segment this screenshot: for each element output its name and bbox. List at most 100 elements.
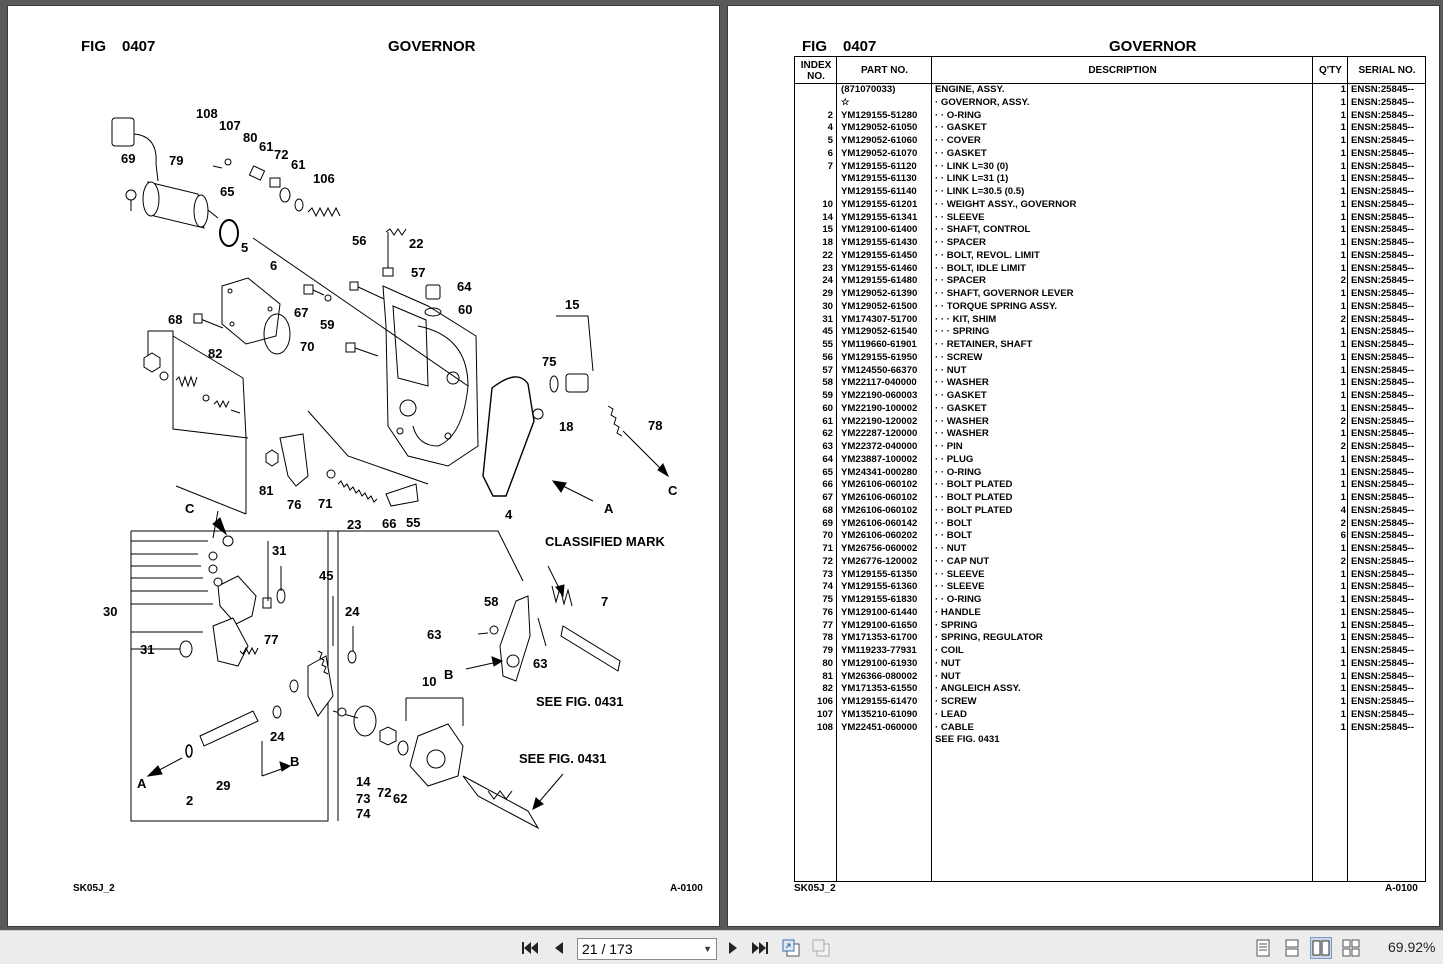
cell-description: · NUT <box>935 670 961 682</box>
cell-qty: 1 <box>1340 453 1346 465</box>
single-page-icon[interactable] <box>1252 937 1274 959</box>
cell-qty: 1 <box>1340 147 1346 159</box>
cell-part-no: YM129155-61130 <box>841 173 917 185</box>
cell-index: 14 <box>822 211 833 223</box>
cell-part-no: YM129155-61201 <box>841 198 918 210</box>
cell-part-no: YM129155-61341 <box>841 211 918 223</box>
cell-description: · · LINK L=30.5 (0.5) <box>935 186 1025 197</box>
callout-a: A <box>604 501 614 516</box>
cell-part-no: YM171353-61700 <box>841 632 918 644</box>
cell-serial: ENSN:25845-- <box>1351 351 1414 363</box>
cell-part-no: YM129155-61470 <box>841 696 918 707</box>
cell-serial: ENSN:25845-- <box>1351 300 1414 312</box>
cell-part-no: (871070033) <box>841 84 896 95</box>
cell-serial: ENSN:25845-- <box>1351 415 1414 427</box>
callout-58: 58 <box>484 594 498 609</box>
cell-description: · · NUT <box>935 364 967 376</box>
cell-part-no: YM129052-61390 <box>841 288 918 299</box>
callout-10: 10 <box>422 674 436 689</box>
cell-qty: 1 <box>1340 339 1346 350</box>
header-description: DESCRIPTION <box>1088 65 1157 76</box>
left-page: FIG 0407 GOVERNOR <box>7 5 720 927</box>
cell-index: 74 <box>822 581 833 593</box>
prev-page-icon[interactable] <box>548 937 570 959</box>
cell-part-no: YM129155-61430 <box>841 237 918 248</box>
cell-qty: 1 <box>1340 708 1346 720</box>
zoom-level[interactable]: 69.92% <box>1388 939 1436 955</box>
cell-qty: 1 <box>1340 657 1346 669</box>
cell-serial: ENSN:25845-- <box>1351 543 1414 554</box>
first-page-icon[interactable] <box>519 937 541 959</box>
callout-2: 2 <box>186 793 193 808</box>
cell-description: · HANDLE <box>935 606 981 618</box>
cell-description: · · BOLT, IDLE LIMIT <box>935 262 1026 274</box>
cell-description: · · SLEEVE <box>935 211 985 223</box>
cell-part-no: YM129155-51280 <box>841 109 918 121</box>
cell-qty: 1 <box>1340 428 1346 440</box>
cell-index: 106 <box>816 696 833 707</box>
cell-description: · · SHAFT, CONTROL <box>935 224 1031 236</box>
chevron-down-icon[interactable]: ▼ <box>703 944 712 954</box>
cell-index: 4 <box>827 122 833 134</box>
cell-qty: 1 <box>1340 262 1346 274</box>
cell-part-no: YM26106-060102 <box>841 492 918 503</box>
cell-serial: ENSN:25845-- <box>1351 84 1414 95</box>
last-page-icon[interactable] <box>749 937 771 959</box>
governor-housing <box>382 285 479 467</box>
cell-index: 63 <box>822 441 833 452</box>
callout-62: 62 <box>393 791 407 806</box>
col-divider <box>1313 57 1348 881</box>
callout-55: 55 <box>406 515 420 530</box>
cell-qty: 1 <box>1340 211 1346 223</box>
cell-qty: 1 <box>1340 479 1346 491</box>
cell-part-no: YM129100-61930 <box>841 657 918 669</box>
page-number-field[interactable]: 21 / 173 ▼ <box>577 938 717 960</box>
cell-serial: ENSN:25845-- <box>1351 211 1414 223</box>
cell-part-no: YM24341-000280 <box>841 466 918 478</box>
footer-code: SK05J_2 <box>73 883 115 894</box>
cell-serial: ENSN:25845-- <box>1351 173 1414 185</box>
cell-serial: ENSN:25845-- <box>1351 364 1414 376</box>
cell-part-no: YM129052-61500 <box>841 300 918 312</box>
cell-part-no: YM129155-61350 <box>841 568 918 580</box>
col-divider <box>795 57 837 881</box>
cell-serial: ENSN:25845-- <box>1351 619 1414 631</box>
cell-qty: 1 <box>1340 632 1346 644</box>
cell-description: · SCREW <box>935 696 977 707</box>
cell-qty: 1 <box>1340 173 1346 185</box>
cell-serial: ENSN:25845-- <box>1351 186 1414 197</box>
callout-108: 108 <box>196 106 218 121</box>
callout-64: 64 <box>457 279 472 294</box>
cell-serial: ENSN:25845-- <box>1351 568 1414 580</box>
next-page-icon[interactable] <box>722 937 744 959</box>
go-forward-icon[interactable] <box>810 937 832 959</box>
callout-24: 24 <box>270 729 285 744</box>
cell-qty: 1 <box>1340 581 1346 593</box>
two-page-icon[interactable] <box>1310 937 1332 959</box>
cell-part-no: YM129052-61070 <box>841 147 918 159</box>
callout-31: 31 <box>272 543 286 558</box>
continuous-page-icon[interactable] <box>1281 937 1303 959</box>
cell-qty: 1 <box>1340 606 1346 618</box>
callout-18: 18 <box>559 419 573 434</box>
cell-index: 80 <box>822 657 833 669</box>
two-page-continuous-icon[interactable] <box>1340 937 1362 959</box>
go-back-icon[interactable] <box>780 937 802 959</box>
cell-index: 65 <box>822 466 833 478</box>
cell-index: 78 <box>822 632 833 644</box>
cell-index: 15 <box>822 224 833 236</box>
cell-description: · · SPACER <box>935 275 986 287</box>
cell-qty: 1 <box>1340 84 1346 95</box>
cell-serial: ENSN:25845-- <box>1351 441 1414 452</box>
